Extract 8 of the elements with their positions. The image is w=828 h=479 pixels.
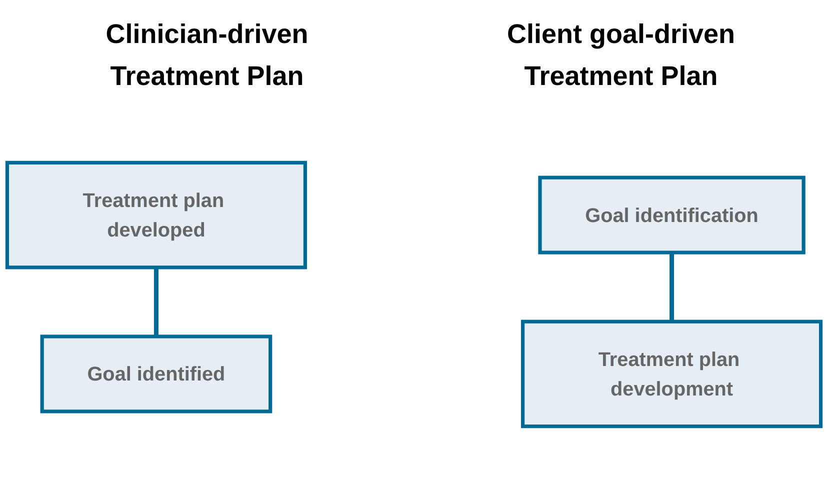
node-box: Goal identification	[538, 176, 806, 254]
node-box: Goal identified	[40, 334, 272, 414]
node-box: Treatment plan developed	[5, 160, 308, 270]
connector	[154, 267, 158, 336]
connector	[670, 252, 674, 322]
column-heading: Client goal-driven Treatment Plan	[506, 18, 736, 93]
column-heading: Clinician-driven Treatment Plan	[104, 18, 310, 93]
node-box: Treatment plan development	[520, 320, 823, 428]
